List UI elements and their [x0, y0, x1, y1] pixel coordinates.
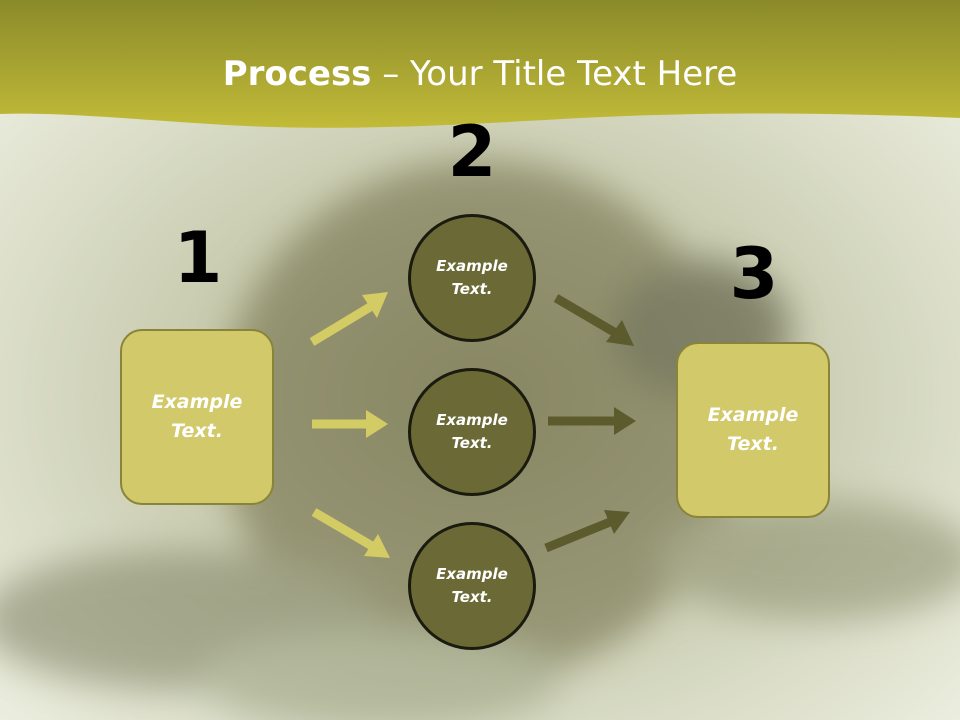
left-box: Example Text.: [120, 329, 274, 505]
slide-title: Process – Your Title Text Here: [0, 52, 960, 96]
right-box-label: Example Text.: [707, 404, 799, 455]
arrow-top-to-right: [553, 294, 617, 336]
title-rest: – Your Title Text Here: [371, 54, 738, 94]
arrow-top-to-right-head: [606, 320, 634, 346]
arrow-left-to-bot-head: [364, 534, 390, 558]
arrow-bot-to-right: [544, 517, 612, 553]
right-box: Example Text.: [676, 342, 830, 518]
arrow-bot-to-right-head: [604, 510, 630, 534]
right-arrows: [544, 294, 636, 553]
step-number-3: 3: [729, 233, 779, 315]
arrow-left-to-bot: [311, 508, 375, 550]
circle-top: Example Text.: [408, 214, 536, 342]
circle-middle-label: Example Text.: [436, 411, 508, 452]
arrow-left-to-top: [309, 303, 373, 346]
arrow-left-to-mid-head: [366, 410, 388, 438]
circle-bottom-label: Example Text.: [436, 565, 508, 606]
step-number-2: 2: [447, 111, 497, 193]
arrow-mid-to-right-head: [614, 407, 636, 435]
circle-bottom: Example Text.: [408, 522, 536, 650]
left-box-label: Example Text.: [151, 391, 243, 442]
left-arrows: [309, 292, 390, 558]
title-bold: Process: [222, 54, 372, 94]
arrow-left-to-top-head: [362, 292, 388, 318]
step-number-1: 1: [173, 217, 223, 299]
circle-middle: Example Text.: [408, 368, 536, 496]
circle-top-label: Example Text.: [436, 257, 508, 298]
